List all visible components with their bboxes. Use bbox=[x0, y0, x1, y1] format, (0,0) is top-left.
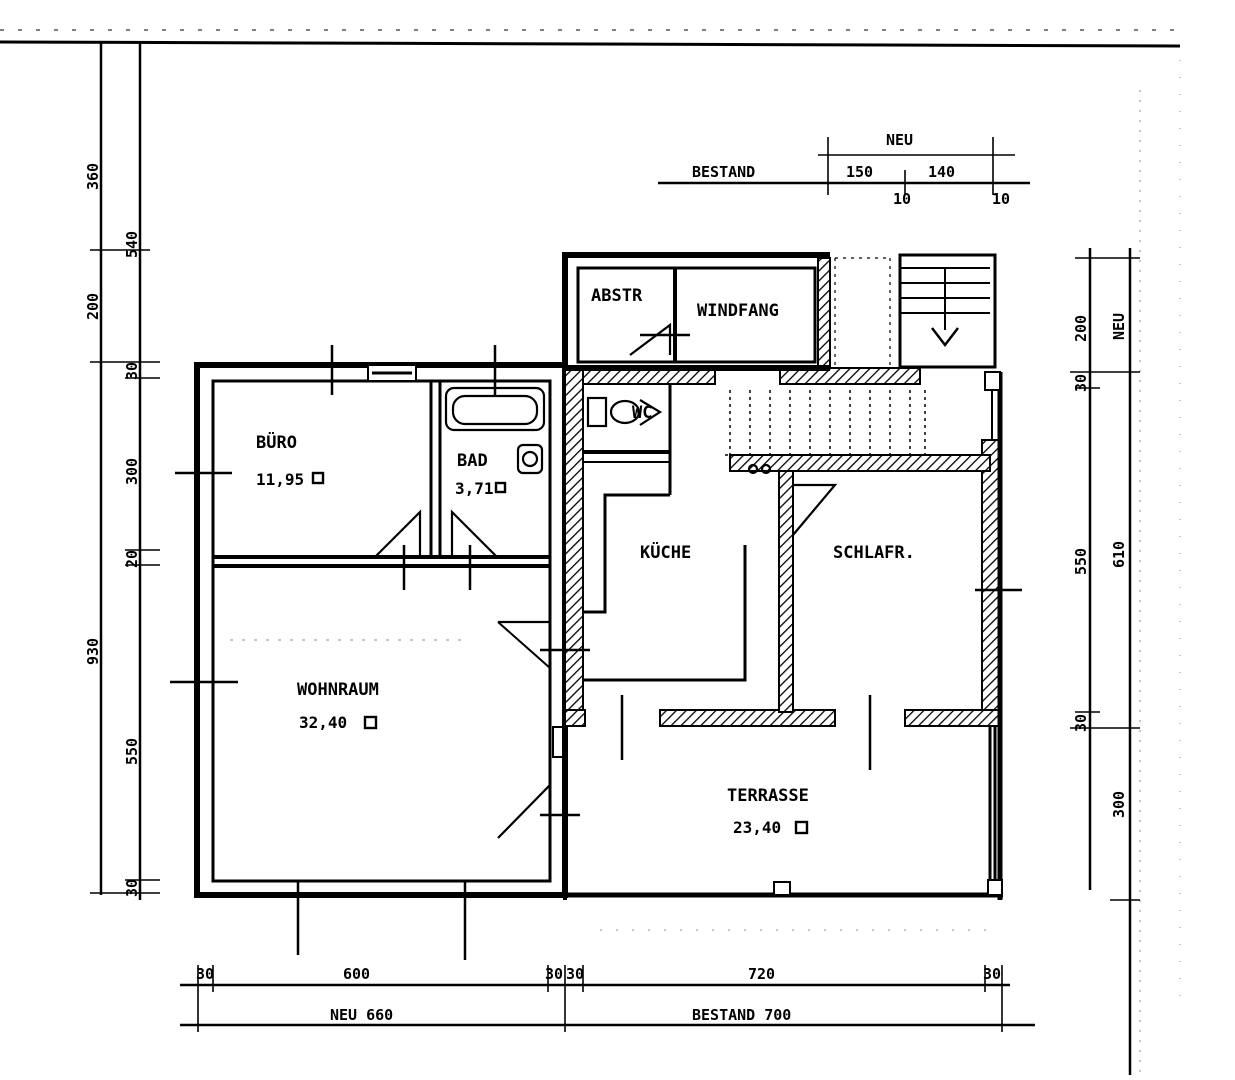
dim-right-30b: 30 bbox=[1072, 714, 1090, 732]
dim-right-200: 200 bbox=[1072, 315, 1090, 342]
dim-left-930: 930 bbox=[84, 638, 102, 665]
dim-top-neu: NEU bbox=[886, 131, 913, 149]
top-right-dimension: NEU BESTAND 150 140 10 10 bbox=[658, 131, 1030, 208]
right-dimension-chains: 200 NEU 30 550 610 30 300 bbox=[1070, 248, 1140, 1075]
dim-bottom-30b: 30 bbox=[545, 965, 563, 983]
dim-top-10a: 10 bbox=[893, 190, 911, 208]
bottom-dimension-chains: 30 600 30 30 720 30 NEU 660 BESTAND 700 bbox=[180, 965, 1035, 1032]
sqm-icon bbox=[363, 715, 378, 730]
dim-right-30a: 30 bbox=[1072, 374, 1090, 392]
room-terrasse-area: 23,40 bbox=[733, 818, 781, 837]
room-abstr-label: ABSTR bbox=[591, 286, 643, 306]
dim-bottom-600: 600 bbox=[343, 965, 370, 983]
room-bad-area: 3,71 bbox=[455, 479, 494, 498]
dim-right-300: 300 bbox=[1110, 791, 1128, 818]
room-buero-label: BÜRO bbox=[256, 431, 297, 453]
stove-icon bbox=[747, 463, 759, 475]
toilet-icon bbox=[586, 396, 608, 428]
dim-bottom-30d: 30 bbox=[983, 965, 1001, 983]
dim-left-200: 200 bbox=[84, 293, 102, 320]
doors bbox=[170, 322, 1022, 960]
dim-left-30b: 30 bbox=[123, 879, 141, 897]
walls-new-building bbox=[194, 362, 568, 898]
dim-top-10b: 10 bbox=[992, 190, 1010, 208]
sqm-icon bbox=[311, 471, 325, 485]
dim-right-neu: NEU bbox=[1110, 313, 1128, 340]
staircase bbox=[725, 253, 997, 456]
walls-existing-building bbox=[562, 252, 1003, 900]
room-wc-label: WC bbox=[632, 403, 652, 423]
room-kueche-label: KÜCHE bbox=[640, 541, 691, 563]
left-dimension-chains: 360 200 930 540 30 300 20 550 30 bbox=[84, 42, 160, 900]
washbasin-icon bbox=[516, 443, 544, 475]
dim-bottom-30c: 30 bbox=[566, 965, 584, 983]
dim-left-20: 20 bbox=[123, 550, 141, 568]
dim-left-30a: 30 bbox=[123, 362, 141, 380]
room-wohnraum-area: 32,40 bbox=[299, 713, 347, 732]
dim-top-150: 150 bbox=[846, 163, 873, 181]
room-wohnraum-label: WOHNRAUM bbox=[297, 680, 379, 700]
room-windfang-label: WINDFANG bbox=[697, 301, 779, 321]
bathtub-icon bbox=[444, 386, 546, 432]
sqm-icon bbox=[494, 481, 507, 494]
dim-top-140: 140 bbox=[928, 163, 955, 181]
dim-left-550: 550 bbox=[123, 738, 141, 765]
dim-top-bestand: BESTAND bbox=[692, 163, 755, 181]
room-bad-label: BAD bbox=[457, 451, 488, 471]
scan-noise bbox=[230, 60, 1181, 1075]
dim-left-360: 360 bbox=[84, 163, 102, 190]
fixtures bbox=[444, 386, 772, 475]
room-buero-area: 11,95 bbox=[256, 470, 304, 489]
dim-bottom-neu-660: NEU 660 bbox=[330, 1006, 393, 1024]
sqm-icon bbox=[794, 820, 809, 835]
dim-right-610: 610 bbox=[1110, 541, 1128, 568]
room-labels: BÜRO 11,95 BAD 3,71 ABSTR WINDFANG WC KÜ… bbox=[256, 286, 915, 837]
dim-bottom-720: 720 bbox=[748, 965, 775, 983]
dim-bottom-bestand-700: BESTAND 700 bbox=[692, 1006, 791, 1024]
room-terrasse-label: TERRASSE bbox=[727, 786, 809, 806]
room-schlafr-label: SCHLAFR. bbox=[833, 543, 915, 563]
dim-right-550: 550 bbox=[1072, 548, 1090, 575]
dim-left-300: 300 bbox=[123, 458, 141, 485]
top-border bbox=[0, 29, 1181, 48]
dim-bottom-30a: 30 bbox=[196, 965, 214, 983]
dim-left-540: 540 bbox=[123, 231, 141, 258]
